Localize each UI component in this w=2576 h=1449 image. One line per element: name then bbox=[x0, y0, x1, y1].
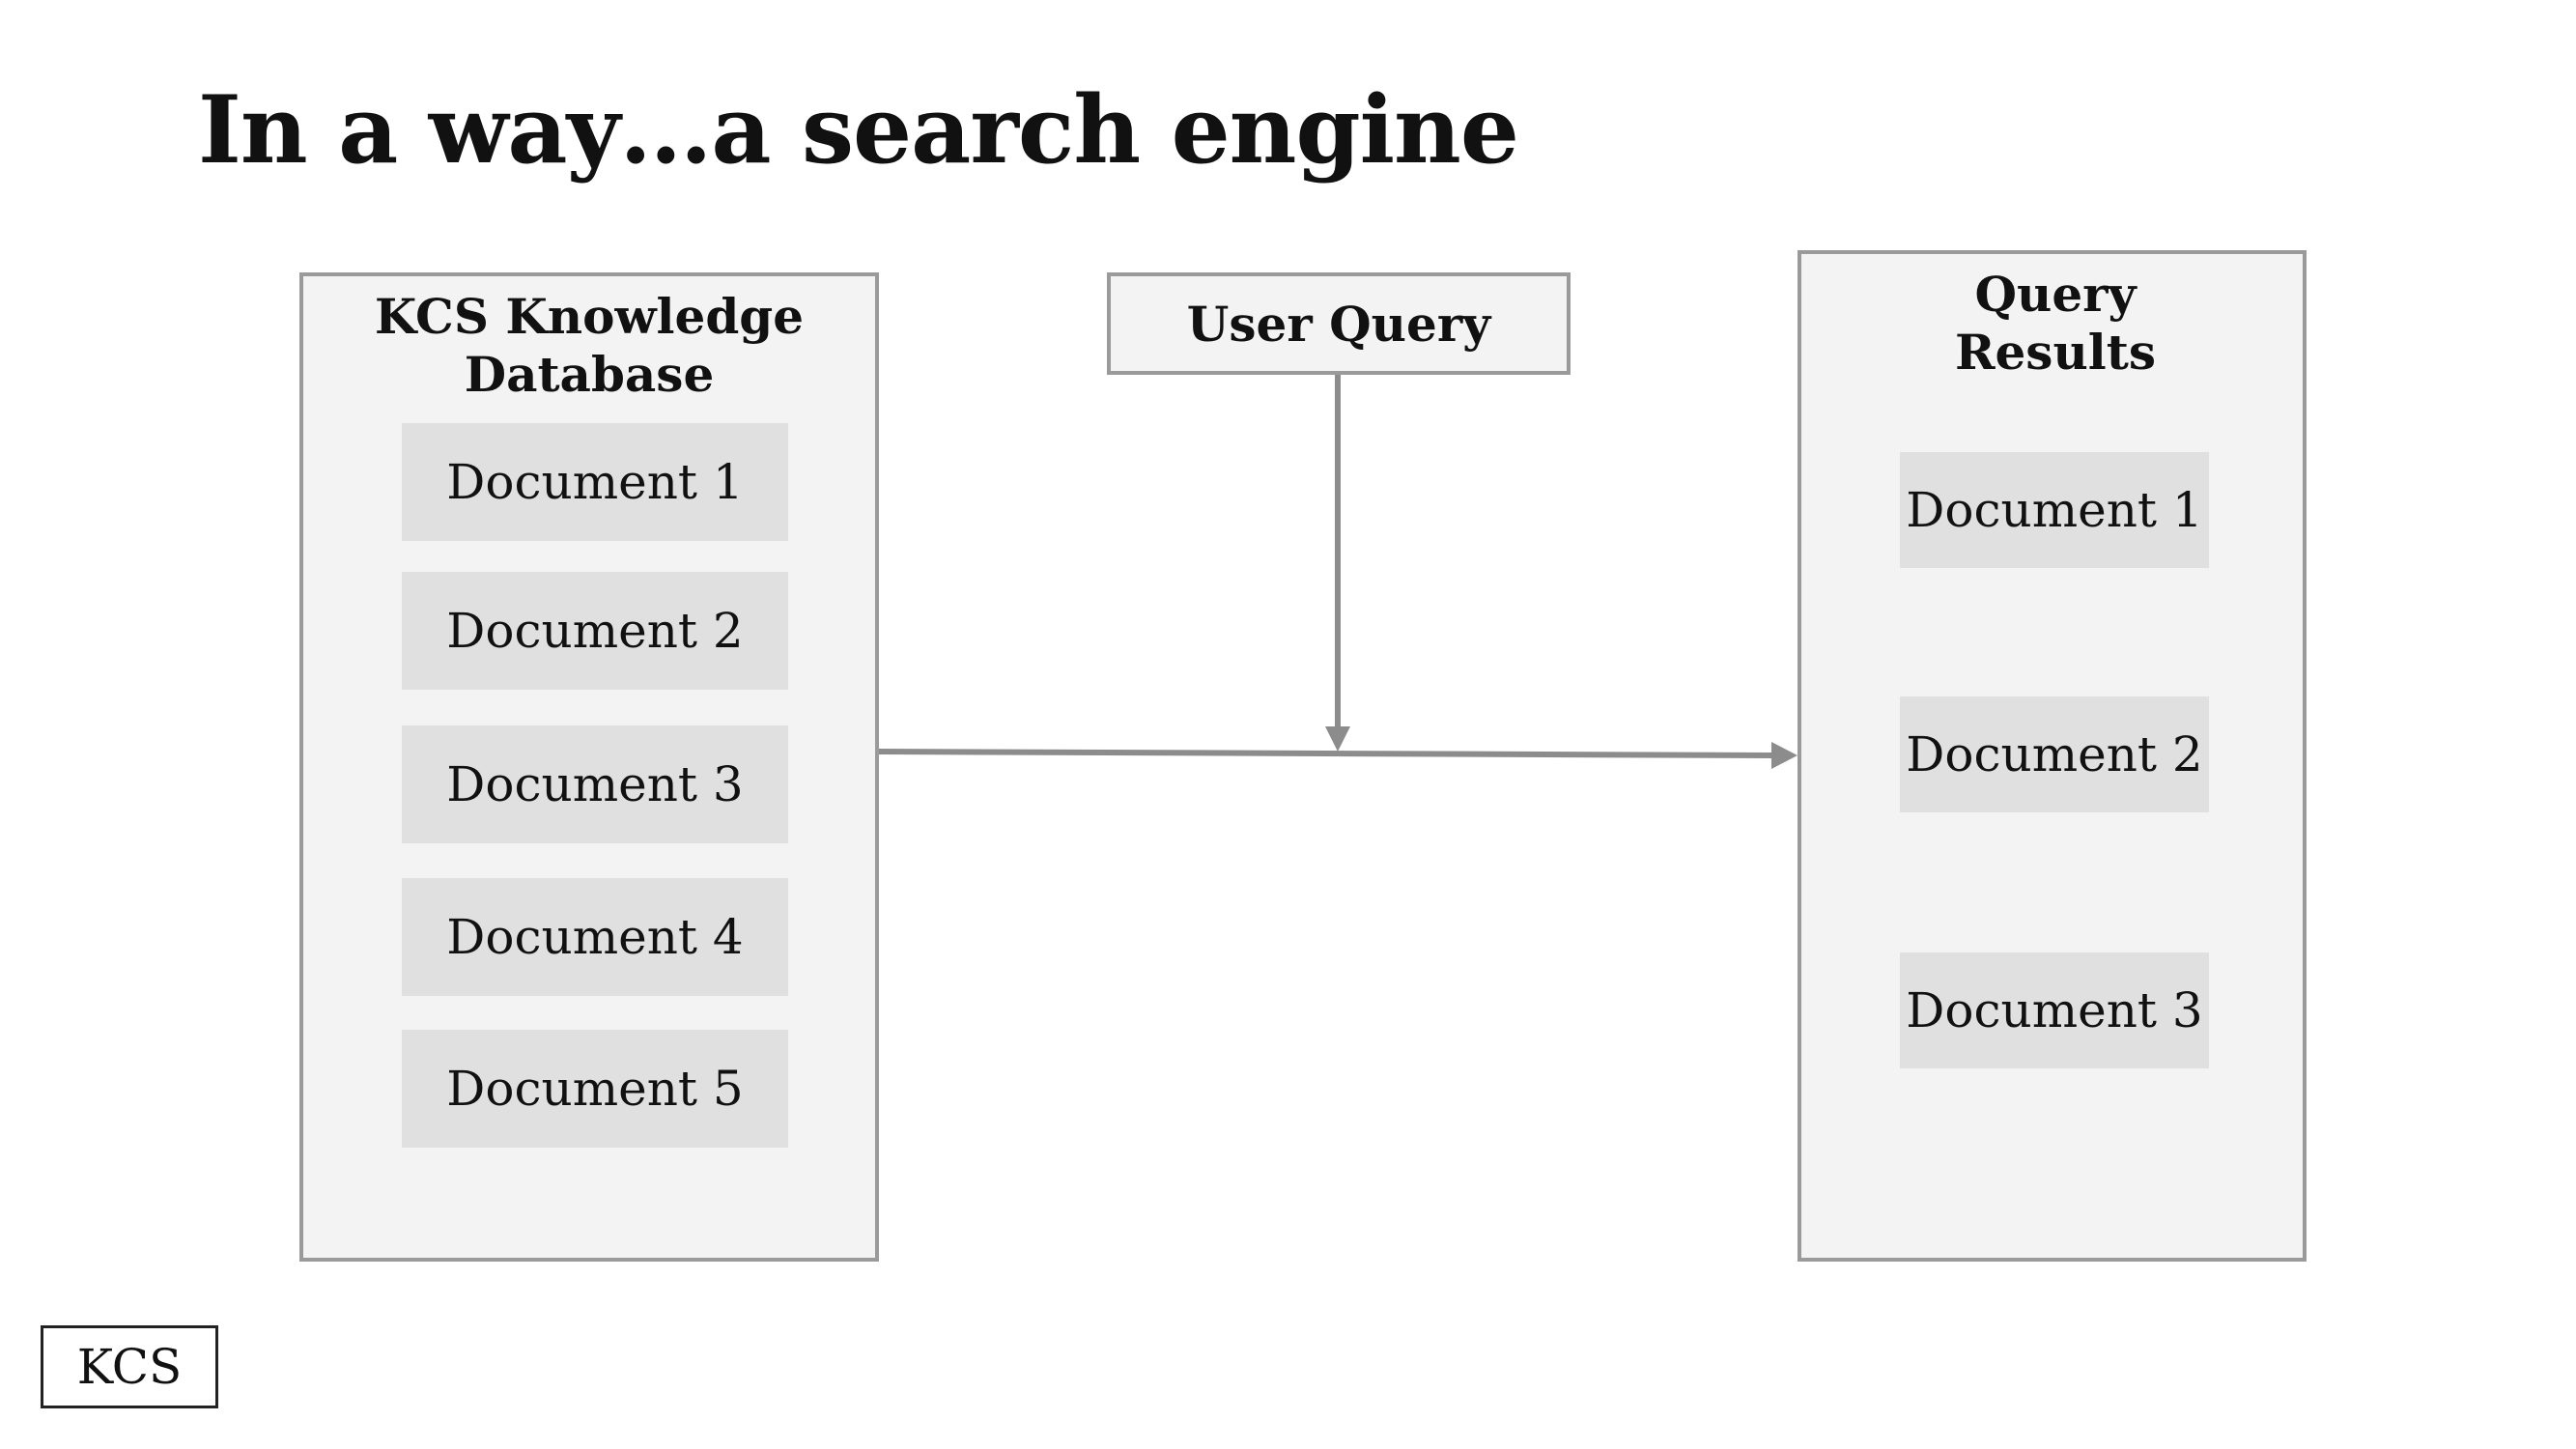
query-arrowhead bbox=[1325, 726, 1350, 752]
kb-document-5: Document 5 bbox=[402, 1030, 788, 1148]
result-document-3: Document 3 bbox=[1900, 952, 2209, 1068]
user-query-label: User Query bbox=[1186, 296, 1491, 353]
kcs-badge: KCS bbox=[41, 1325, 218, 1408]
kb-document-4: Document 4 bbox=[402, 878, 788, 996]
knowledge-database-title: KCS Knowledge Database bbox=[374, 288, 805, 403]
kb-document-2: Document 2 bbox=[402, 572, 788, 690]
result-document-1: Document 1 bbox=[1900, 452, 2209, 568]
slide-title: In a way…a search engine bbox=[198, 75, 1519, 185]
knowledge-database-panel: KCS Knowledge Database Document 1 Docume… bbox=[299, 272, 879, 1262]
database-to-results-connector bbox=[878, 749, 1774, 758]
user-query-box: User Query bbox=[1107, 272, 1571, 375]
result-document-2: Document 2 bbox=[1900, 696, 2209, 812]
kb-document-1: Document 1 bbox=[402, 423, 788, 541]
query-results-panel: Query Results Document 1 Document 2 Docu… bbox=[1798, 250, 2307, 1262]
query-results-title: Query Results bbox=[1954, 266, 2157, 381]
kb-document-3: Document 3 bbox=[402, 725, 788, 843]
results-arrowhead bbox=[1771, 742, 1798, 769]
